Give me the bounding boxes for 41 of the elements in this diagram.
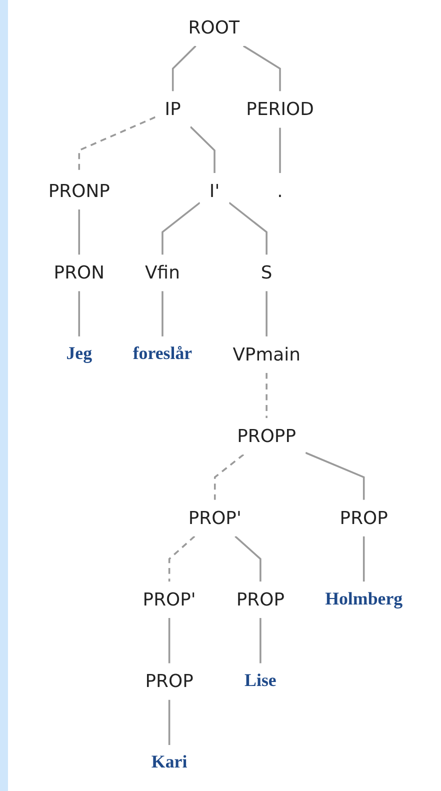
connector — [242, 45, 281, 92]
connector — [168, 618, 170, 664]
node-text: Lise — [244, 672, 276, 691]
node-text: Vfin — [145, 262, 180, 284]
node-text: PROP — [145, 670, 194, 692]
node-text: PROP — [340, 507, 388, 529]
node-text: Jeg — [66, 344, 92, 364]
node-text: Kari — [151, 753, 188, 773]
node-text: PROP — [236, 588, 285, 610]
connector — [78, 209, 80, 255]
node-text: PERIOD — [246, 98, 314, 120]
connector — [162, 202, 200, 255]
node-text: Holmberg — [325, 590, 403, 610]
connector — [78, 291, 80, 336]
connector — [266, 372, 268, 418]
connector — [78, 116, 156, 173]
node-text: PROP' — [188, 507, 242, 529]
connector — [172, 45, 196, 92]
connector — [266, 291, 268, 336]
node-text: PRONP — [48, 180, 110, 202]
connector — [162, 291, 164, 336]
connector — [168, 536, 196, 582]
node-text: PROPP — [237, 425, 296, 447]
node-text: . — [277, 180, 283, 202]
node-text: VPmain — [232, 344, 300, 366]
connector — [234, 536, 262, 582]
connector — [305, 452, 365, 500]
connector — [279, 128, 281, 173]
node-text: I' — [209, 180, 220, 202]
connector — [190, 126, 216, 173]
node-text: PROP' — [142, 588, 196, 610]
connector — [168, 700, 170, 746]
node-text: S — [260, 262, 272, 284]
connector — [228, 202, 268, 255]
connector — [362, 536, 365, 582]
node-text: IP — [164, 98, 181, 120]
node-text: foreslår — [132, 344, 192, 364]
connector — [260, 618, 262, 664]
connector — [214, 454, 244, 500]
node-text: PRON — [54, 262, 104, 284]
node-text: ROOT — [188, 16, 240, 38]
